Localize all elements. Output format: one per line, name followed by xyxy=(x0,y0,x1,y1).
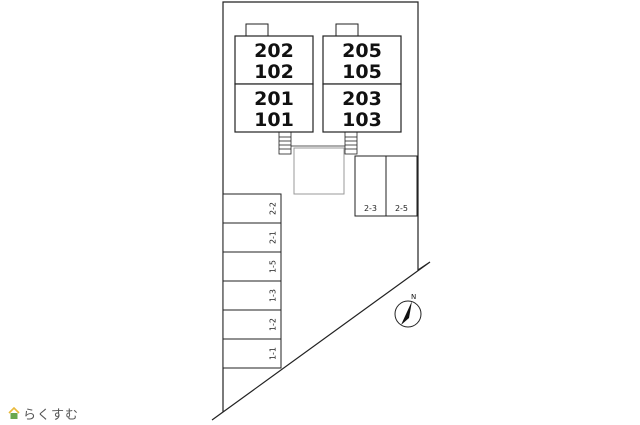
parking-label: 2-1 xyxy=(269,231,278,244)
unit-number-upper: 201 xyxy=(254,88,294,110)
parking-label: 1-1 xyxy=(269,347,278,360)
balcony-tab xyxy=(245,23,269,37)
brand-name: らくすむ xyxy=(23,407,80,423)
parking-label: 1-5 xyxy=(269,260,278,273)
unit-block-202-102: 202 102 xyxy=(234,35,314,85)
unit-number-upper: 202 xyxy=(254,40,294,62)
house-icon xyxy=(8,406,20,419)
compass-north-label: N xyxy=(411,293,416,301)
compass-icon: N xyxy=(394,293,422,328)
unit-block-205-105: 205 105 xyxy=(322,35,402,85)
parking-space-2-3: 2-3 xyxy=(354,155,387,217)
parking-label: 2-3 xyxy=(364,204,377,213)
left-parking-group: 2-2 2-1 1-5 1-3 1-2 1-1 xyxy=(222,193,282,369)
brand-logo: らくすむ xyxy=(8,404,80,423)
parking-space-2-5: 2-5 xyxy=(385,155,418,217)
unit-number-lower: 101 xyxy=(254,109,294,131)
unit-block-203-103: 203 103 xyxy=(322,83,402,133)
parking-label: 1-2 xyxy=(269,318,278,331)
parking-space-2-1: 2-1 xyxy=(222,222,282,253)
common-area xyxy=(293,147,345,195)
parking-space-1-3: 1-3 xyxy=(222,280,282,311)
unit-number-upper: 205 xyxy=(342,40,382,62)
parking-space-1-1: 1-1 xyxy=(222,338,282,369)
unit-number-upper: 203 xyxy=(342,88,382,110)
unit-number-lower: 102 xyxy=(254,61,294,83)
balcony-tab xyxy=(335,23,359,37)
unit-number-lower: 105 xyxy=(342,61,382,83)
parking-space-2-2: 2-2 xyxy=(222,193,282,224)
stairs-right xyxy=(344,131,358,155)
unit-block-201-101: 201 101 xyxy=(234,83,314,133)
parking-space-1-2: 1-2 xyxy=(222,309,282,340)
parking-label: 1-3 xyxy=(269,289,278,302)
unit-number-lower: 103 xyxy=(342,109,382,131)
property-boundary xyxy=(211,1,431,421)
parking-label: 2-5 xyxy=(395,204,408,213)
stairs-left xyxy=(278,131,292,155)
parking-space-1-5: 1-5 xyxy=(222,251,282,282)
parking-label: 2-2 xyxy=(269,202,278,215)
